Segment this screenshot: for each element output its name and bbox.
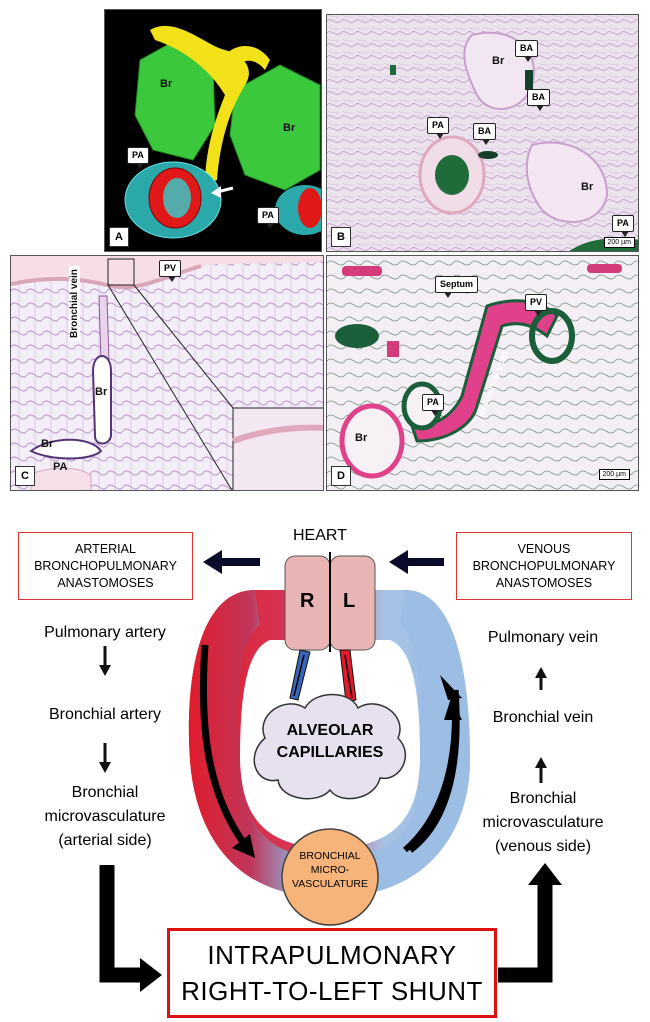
panel-c-bronchial-vein-label: Bronchial vein [69, 266, 80, 341]
panel-c: PV Bronchial vein Br Br PA C [10, 255, 324, 491]
venous-box-line-1: VENOUS [517, 541, 571, 556]
panel-a-pa-tag-1: PA [127, 147, 149, 169]
panel-d-pa-tag: PA [422, 394, 444, 416]
shunt-line-2: RIGHT-TO-LEFT SHUNT [181, 976, 483, 1006]
alveolar-line-2: CAPILLARIES [276, 744, 384, 761]
panel-b-letter: B [331, 227, 351, 247]
panel-a-br2-label: Br [283, 122, 296, 134]
bronchial-vein-label: Bronchial vein [492, 709, 594, 726]
alveolar-capillaries-label: ALVEOLAR CAPILLARIES [270, 720, 390, 764]
panel-c-pv-tag: PV [159, 260, 182, 282]
left-step3-line-1: Bronchial [71, 784, 139, 801]
left-step3-line-2: microvasculature [44, 808, 166, 825]
bronchial-microvasculature-arterial-label: Bronchial microvasculature (arterial sid… [10, 781, 200, 853]
panel-d-histology [327, 256, 638, 490]
heart-left-chamber-label: L [343, 590, 356, 612]
panel-b-scale-bar: 200 µm [603, 237, 635, 248]
arterial-anastomoses-box: ARTERIAL BRONCHOPULMONARY ANASTOMOSES [18, 532, 193, 600]
panel-d-scale-bar: 200 µm [598, 469, 630, 480]
panel-b-br2-label: Br [581, 181, 594, 193]
heart-right-chamber-label: R [300, 590, 315, 612]
panel-b-pa-tag-2: PA [612, 215, 634, 237]
panel-b-ba-tag-3: BA [473, 123, 496, 145]
panel-c-pa-label: PA [53, 461, 68, 473]
venous-box-line-3: ANASTOMOSES [495, 575, 593, 590]
panel-d-br-label: Br [355, 432, 368, 444]
panel-b-pa-tag-1: PA [427, 117, 449, 139]
panel-c-letter: C [15, 466, 35, 486]
panel-d-letter: D [331, 466, 351, 486]
circulation-diagram [99, 550, 562, 992]
heart-title: HEART [293, 527, 347, 544]
bronchial-microvasculature-label: BRONCHIAL MICRO- VASCULATURE [282, 849, 378, 891]
bronchial-microvasculature-venous-label: Bronchial microvasculature (venous side) [448, 787, 638, 859]
panel-b-ba-tag-2: BA [527, 89, 550, 111]
panel-c-br2-label: Br [41, 438, 54, 450]
venous-anastomoses-box: VENOUS BRONCHOPULMONARY ANASTOMOSES [456, 532, 632, 600]
panel-c-histology [11, 256, 323, 490]
right-step3-line-1: Bronchial [509, 790, 577, 807]
bronchial-micro-line-3: VASCULATURE [291, 878, 369, 890]
panel-d: Septum PV PA Bronchial vein Br 200 µm D [326, 255, 639, 491]
pulmonary-artery-label: Pulmonary artery [44, 624, 166, 641]
right-step3-line-2: microvasculature [482, 814, 604, 831]
bronchial-artery-label: Bronchial artery [48, 706, 162, 723]
bronchial-micro-line-2: MICRO- [310, 864, 350, 876]
panel-b: BA BA BA PA PA Br Br 200 µm B [326, 14, 639, 252]
panel-a-pa-tag-2: PA [257, 207, 279, 229]
arterial-box-line-3: ANASTOMOSES [57, 575, 154, 590]
venous-box-line-2: BRONCHOPULMONARY [472, 558, 616, 573]
arterial-box-line-2: BRONCHOPULMONARY [34, 558, 177, 573]
bronchial-micro-line-1: BRONCHIAL [299, 850, 361, 862]
alveolar-line-1: ALVEOLAR [286, 722, 374, 739]
arterial-box-line-1: ARTERIAL [75, 541, 136, 556]
pulmonary-vein-label: Pulmonary vein [487, 629, 599, 646]
panel-b-ba-tag-1: BA [515, 40, 538, 62]
shunt-line-1: INTRAPULMONARY [207, 940, 457, 970]
panel-d-pv-tag: PV [525, 294, 548, 316]
panel-a-3d-render [124, 25, 321, 239]
panel-a-br1-label: Br [160, 78, 173, 90]
panel-a: Br Br PA PA A [104, 9, 322, 252]
left-step3-line-3: (arterial side) [58, 832, 152, 849]
panel-c-br1-label: Br [95, 386, 108, 398]
panel-d-septum-label: Septum [435, 276, 479, 298]
panel-b-br1-label: Br [492, 55, 505, 67]
right-step3-line-3: (venous side) [494, 838, 592, 855]
intrapulmonary-shunt-box: INTRAPULMONARY RIGHT-TO-LEFT SHUNT [167, 928, 497, 1018]
panel-a-letter: A [109, 227, 129, 247]
